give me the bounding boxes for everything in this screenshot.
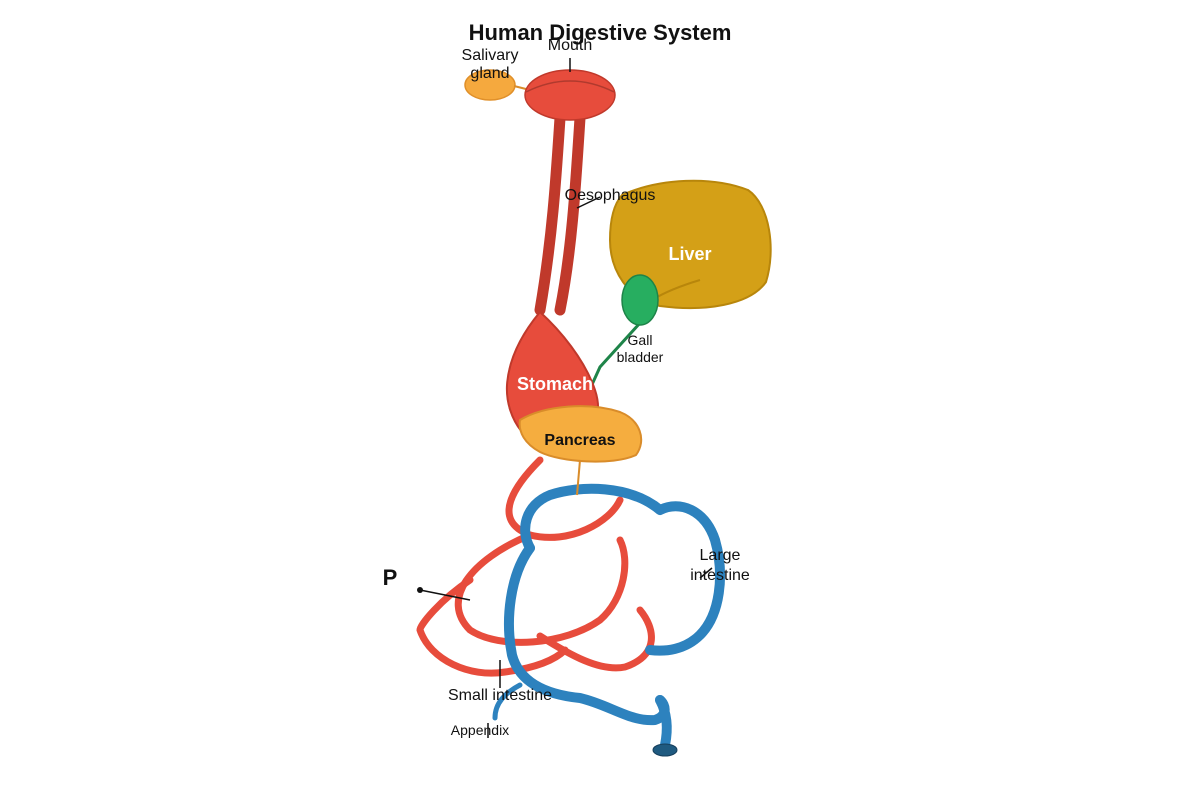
oesophagus-tube-right [554,112,586,316]
gall-bladder [621,274,659,326]
anus [652,743,678,757]
oesophagus-leader [576,196,601,209]
p-pointer-dot [417,587,423,593]
pancreas-label: Pancreas [544,432,615,449]
diagram-title: Human Digestive System [469,20,732,45]
gall-bladder-label-line1: Gall [628,332,653,348]
small-intestine-label: Small intestine [448,687,552,704]
stomach-label: Stomach [517,374,593,394]
salivary-gland-label-line2: gland [470,65,509,82]
large-intestine-leader [699,567,713,579]
pancreatic-duct [576,459,581,496]
small-intestine-segment [454,531,629,646]
rectum [655,695,672,750]
appendix-label: Appendix [451,722,509,738]
mouth [524,69,616,121]
oesophagus-label: Oesophagus [565,187,656,204]
large-intestine-label-line2: intestine [690,567,750,584]
descending-colon [504,543,670,726]
p-pointer-line [419,589,471,601]
mouth-label: Mouth [548,37,592,54]
salivary-gland-label-line1: Salivary [462,47,519,64]
colon [520,483,725,656]
salivary-gland [464,69,516,101]
pancreas [518,405,643,463]
gall-bladder-label-line2: bladder [617,349,664,365]
mouth-line [525,80,615,93]
small-intestine-segment [536,606,655,672]
liver-label: Liver [668,244,711,264]
appendix [492,682,523,721]
small-intestine-segment [416,576,569,677]
p-marker-label: P [383,565,398,590]
large-intestine-label-line1: Large [700,547,741,564]
large-intestine [504,483,725,750]
oesophagus-tube-left [534,112,566,316]
liver [608,179,772,309]
